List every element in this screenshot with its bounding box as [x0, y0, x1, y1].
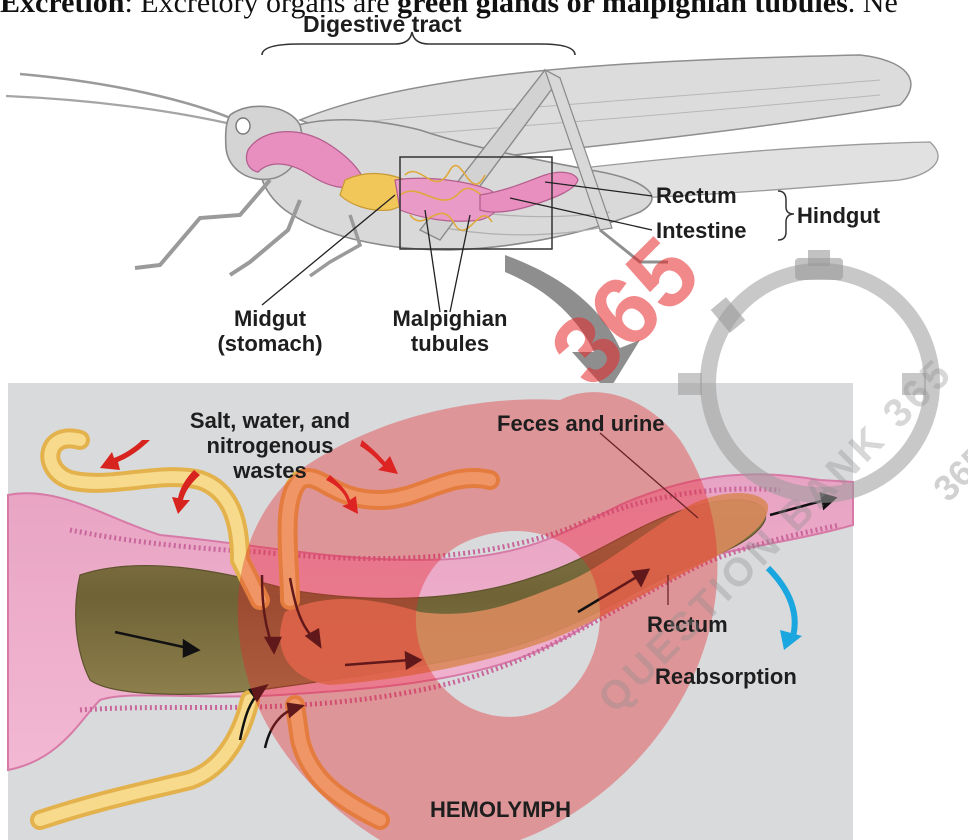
label-salt-water: Salt, water, and nitrogenous wastes	[140, 408, 400, 483]
label-hindgut: Hindgut	[797, 203, 880, 228]
label-malpighian-line1: Malpighian	[370, 306, 530, 331]
label-malpighian: Malpighian tubules	[370, 306, 530, 356]
label-midgut-line2: (stomach)	[200, 331, 340, 356]
label-rectum-top: Rectum	[656, 183, 737, 208]
label-midgut: Midgut (stomach)	[200, 306, 340, 356]
label-salt-line1: Salt, water, and	[140, 408, 400, 433]
label-feces-urine: Feces and urine	[497, 411, 665, 436]
label-intestine: Intestine	[656, 218, 746, 243]
label-digestive-tract: Digestive tract	[303, 12, 462, 37]
label-salt-line3: wastes	[140, 458, 400, 483]
hindgut-brace	[778, 191, 794, 240]
label-midgut-line1: Midgut	[200, 306, 340, 331]
label-malpighian-line2: tubules	[370, 331, 530, 356]
label-salt-line2: nitrogenous	[140, 433, 400, 458]
label-reabsorption: Reabsorption	[655, 664, 797, 689]
label-hemolymph: HEMOLYMPH	[430, 797, 571, 822]
